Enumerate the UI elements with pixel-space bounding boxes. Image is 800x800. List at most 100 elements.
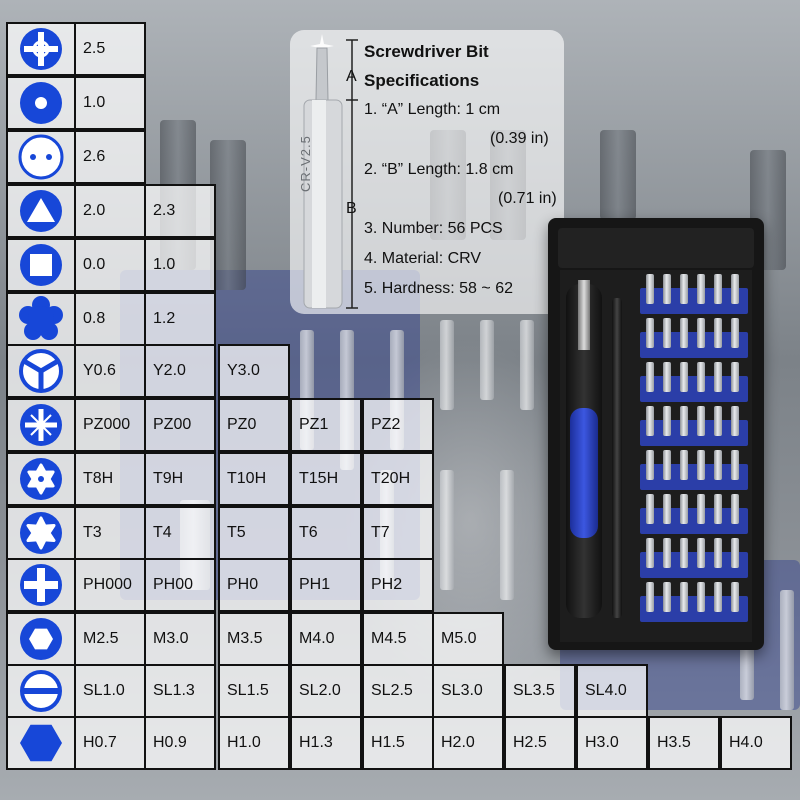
bit-size-cell: 1.0 xyxy=(74,76,146,130)
kit-bit xyxy=(680,582,688,612)
spec-item-1: 1. “A” Length: 1 cm xyxy=(364,101,501,118)
bit-size-cell: PZ000 xyxy=(74,398,146,452)
bit-icon-cell xyxy=(6,452,76,506)
bit-size-cell: PH0 xyxy=(218,558,290,612)
tri-wing-icon xyxy=(19,349,63,393)
kit-bit xyxy=(663,450,671,480)
bit-size-cell: H1.0 xyxy=(218,716,290,770)
spec-item-3: 3. Number: 56 PCS xyxy=(364,220,503,237)
kit-bit xyxy=(697,318,705,348)
spec-title-line2: Specifications xyxy=(364,71,480,90)
kit-bit xyxy=(646,494,654,524)
kit-bit xyxy=(680,538,688,568)
bit-size-cell: T7 xyxy=(362,506,434,560)
kit-bit xyxy=(714,274,722,304)
bit-size-cell: Y2.0 xyxy=(144,344,216,398)
kit-bit xyxy=(697,274,705,304)
bit-icon-cell xyxy=(6,398,76,452)
kit-bit xyxy=(714,406,722,436)
kit-bit xyxy=(646,582,654,612)
kit-bit xyxy=(663,406,671,436)
bit-icon-cell xyxy=(6,238,76,292)
bit-size-cell: SL3.5 xyxy=(504,664,576,718)
kit-bit xyxy=(731,362,739,392)
square-icon xyxy=(20,244,62,286)
kit-bit xyxy=(714,494,722,524)
hex-socket-icon xyxy=(20,618,62,660)
bit-icon-cell xyxy=(6,506,76,560)
bit-size-cell: SL1.3 xyxy=(144,664,216,718)
bit-size-cell: 2.0 xyxy=(74,184,146,238)
bit-icon-cell xyxy=(6,76,76,130)
kit-bit xyxy=(663,274,671,304)
kit-bit xyxy=(663,362,671,392)
kit-bit xyxy=(646,538,654,568)
kit-bit xyxy=(680,274,688,304)
bit-size-cell: M4.5 xyxy=(362,612,434,666)
bit-size-cell: T15H xyxy=(290,452,362,506)
bit-size-cell: M2.5 xyxy=(74,612,146,666)
kit-bit xyxy=(697,362,705,392)
bit-size-cell: H0.9 xyxy=(144,716,216,770)
bit-size-cell: PZ0 xyxy=(218,398,290,452)
kit-bit xyxy=(680,450,688,480)
bit-size-cell: Y3.0 xyxy=(218,344,290,398)
bit-engraving: CR-V2.5 xyxy=(298,135,313,192)
kit-bit xyxy=(663,318,671,348)
spec-item-2-inch: (0.71 in) xyxy=(498,190,557,207)
bit-size-cell: 2.6 xyxy=(74,130,146,184)
kit-bit xyxy=(646,406,654,436)
bit-size-cell: PH2 xyxy=(362,558,434,612)
bit-size-cell: Y0.6 xyxy=(74,344,146,398)
bit-size-cell: T8H xyxy=(74,452,146,506)
bit-size-cell: T3 xyxy=(74,506,146,560)
bit-size-cell: T6 xyxy=(290,506,362,560)
kit-bit xyxy=(714,450,722,480)
slotted-icon xyxy=(20,670,62,712)
bit-size-cell: 2.3 xyxy=(144,184,216,238)
kit-bit xyxy=(731,582,739,612)
kit-bit xyxy=(697,494,705,524)
screwdriver-kit-image xyxy=(548,218,764,650)
bit-icon-cell xyxy=(6,130,76,184)
spec-item-5: 5. Hardness: 58 ~ 62 xyxy=(364,280,513,297)
kit-bit xyxy=(731,538,739,568)
bit-size-cell: T5 xyxy=(218,506,290,560)
torx-hole-icon xyxy=(20,458,62,500)
bit-size-cell: H3.5 xyxy=(648,716,720,770)
kit-bit xyxy=(697,582,705,612)
bit-size-cell: M4.0 xyxy=(290,612,362,666)
round-hole-icon xyxy=(20,82,62,124)
specification-panel: CR-V2.5 A B Screwdriver Bit Specificatio… xyxy=(290,30,564,314)
kit-lid xyxy=(558,228,754,268)
kit-bit xyxy=(697,538,705,568)
kit-bit xyxy=(714,362,722,392)
bit-size-cell: 1.2 xyxy=(144,292,216,346)
phillips-icon xyxy=(20,564,62,606)
kit-bit xyxy=(731,318,739,348)
kit-bit xyxy=(663,582,671,612)
bit-size-cell: PZ00 xyxy=(144,398,216,452)
torx-icon xyxy=(20,512,62,554)
bit-size-cell: 0.8 xyxy=(74,292,146,346)
kit-bit xyxy=(714,538,722,568)
triangle-icon xyxy=(20,190,62,232)
bit-size-cell: SL3.0 xyxy=(432,664,504,718)
kit-bit xyxy=(731,406,739,436)
bit-diagram xyxy=(303,34,358,309)
kit-bit xyxy=(731,494,739,524)
bit-icon-cell xyxy=(6,664,76,718)
kit-bit xyxy=(714,582,722,612)
cross-icon xyxy=(20,28,62,70)
bit-size-cell: H2.5 xyxy=(504,716,576,770)
pentalobe-icon xyxy=(19,296,63,340)
kit-bit xyxy=(663,538,671,568)
bit-size-cell: H2.0 xyxy=(432,716,504,770)
kit-bit xyxy=(646,318,654,348)
kit-bit xyxy=(680,406,688,436)
bit-size-cell: T4 xyxy=(144,506,216,560)
bit-size-cell: H1.3 xyxy=(290,716,362,770)
kit-bit xyxy=(680,494,688,524)
bit-size-cell: M5.0 xyxy=(432,612,504,666)
bit-size-cell: 0.0 xyxy=(74,238,146,292)
